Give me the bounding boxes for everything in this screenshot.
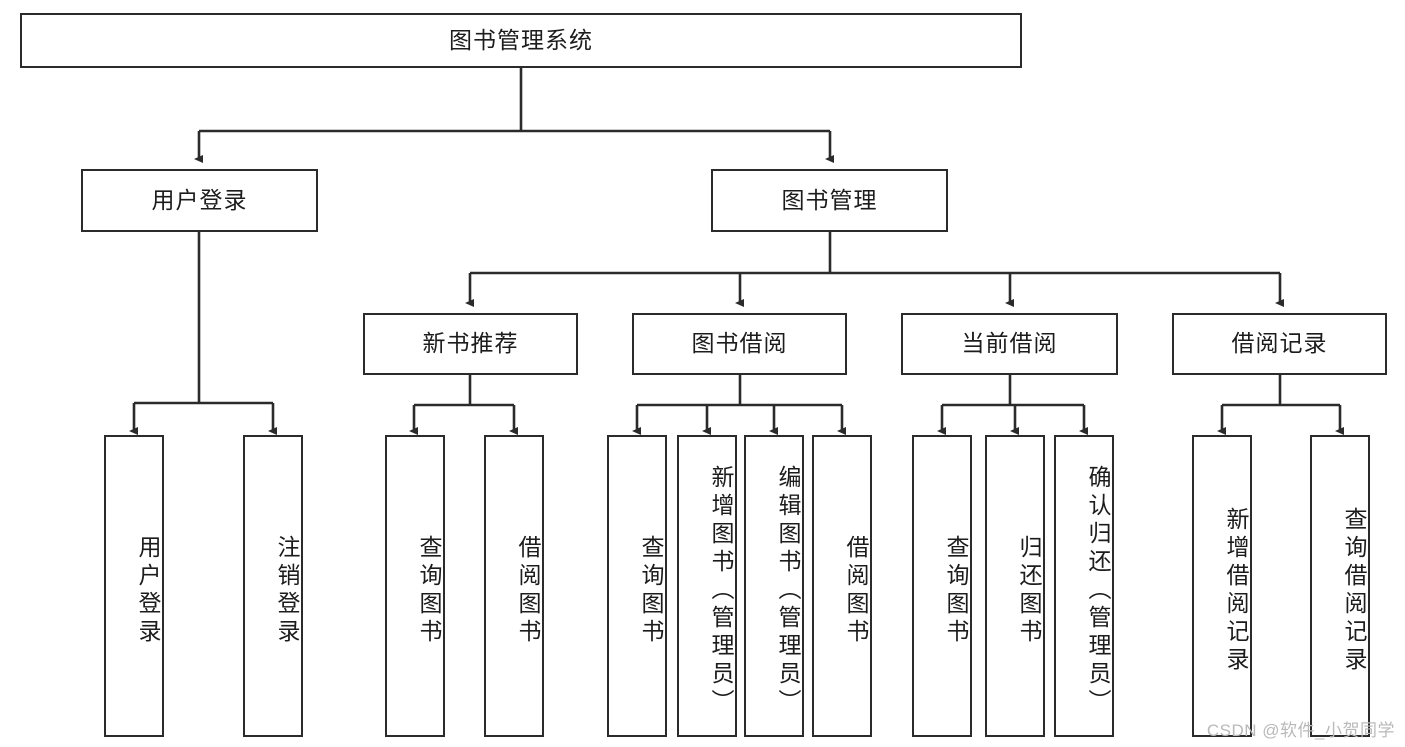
node-label: 归还图书 [1016, 535, 1042, 647]
node-label: 新书推荐 [422, 330, 519, 357]
leaf-user-logout[interactable]: 注销登录 [243, 435, 303, 737]
leaf-query-record[interactable]: 查询借阅记录 [1310, 435, 1370, 737]
node-label: 当前借阅 [961, 330, 1058, 357]
leaf-user-login[interactable]: 用户登录 [104, 435, 164, 737]
node-label: 查询借阅记录 [1341, 507, 1367, 675]
node-label: 借阅图书 [843, 535, 869, 647]
node-label: 用户登录 [151, 186, 248, 213]
node-label: 查询图书 [943, 535, 969, 647]
node-label: 确认归还（管理员） [1085, 465, 1111, 717]
leaf-query-book-2[interactable]: 查询图书 [607, 435, 667, 737]
node-current-borrow[interactable]: 当前借阅 [901, 313, 1118, 375]
node-label: 查询图书 [416, 535, 442, 647]
node-label: 新增借阅记录 [1223, 507, 1249, 675]
node-label: 查询图书 [638, 535, 664, 647]
leaf-edit-book[interactable]: 编辑图书（管理员） [744, 435, 804, 737]
node-label: 图书管理系统 [449, 26, 593, 53]
leaf-query-book-1[interactable]: 查询图书 [385, 435, 445, 737]
leaf-borrow-book-1[interactable]: 借阅图书 [484, 435, 544, 737]
node-label: 图书管理 [781, 186, 878, 213]
node-book-borrow[interactable]: 图书借阅 [632, 313, 847, 375]
node-root-book-management-system[interactable]: 图书管理系统 [20, 13, 1022, 68]
node-label: 编辑图书（管理员） [775, 465, 801, 717]
leaf-query-book-3[interactable]: 查询图书 [912, 435, 972, 737]
node-label: 新增图书（管理员） [708, 465, 734, 717]
leaf-confirm-return[interactable]: 确认归还（管理员） [1054, 435, 1114, 737]
node-user-login[interactable]: 用户登录 [81, 169, 318, 232]
node-label: 注销登录 [274, 535, 300, 647]
node-label: 用户登录 [135, 535, 161, 647]
node-label: 借阅图书 [515, 535, 541, 647]
node-book-management[interactable]: 图书管理 [711, 169, 948, 232]
leaf-add-book[interactable]: 新增图书（管理员） [677, 435, 737, 737]
watermark-text: CSDN @软件_小贺同学 [1206, 721, 1395, 740]
node-label: 借阅记录 [1231, 330, 1328, 357]
leaf-add-record[interactable]: 新增借阅记录 [1192, 435, 1252, 737]
node-label: 图书借阅 [691, 330, 788, 357]
leaf-borrow-book-2[interactable]: 借阅图书 [812, 435, 872, 737]
node-new-book-recommend[interactable]: 新书推荐 [363, 313, 578, 375]
node-borrow-record[interactable]: 借阅记录 [1172, 313, 1387, 375]
leaf-return-book[interactable]: 归还图书 [985, 435, 1045, 737]
